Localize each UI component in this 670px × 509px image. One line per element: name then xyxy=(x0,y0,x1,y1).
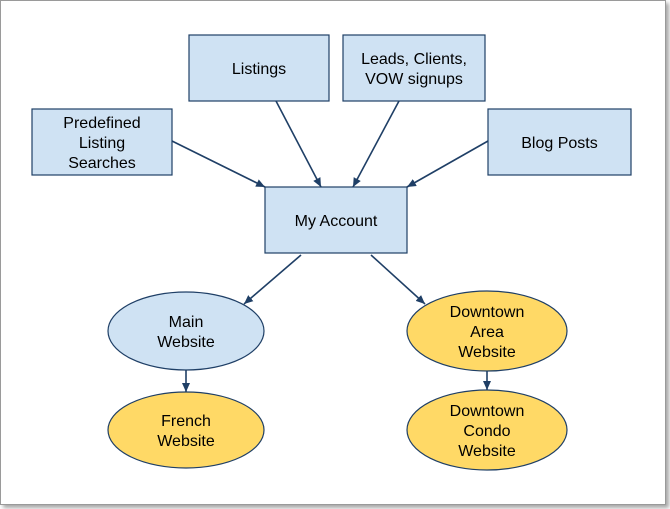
node-predefined-label-line: Listing xyxy=(79,135,125,152)
edge-account-to-downtown xyxy=(370,254,426,305)
edge-blog-to-account xyxy=(406,140,489,188)
edge-predefined-to-account xyxy=(171,140,266,188)
node-downtown-label-line: Downtown xyxy=(450,304,525,321)
node-leads-box xyxy=(342,34,486,102)
node-condo-ellipse xyxy=(406,389,568,471)
node-main-label-line: Website xyxy=(157,334,215,351)
node-condo-label-line: Condo xyxy=(463,423,510,440)
edge-account-to-main xyxy=(243,254,302,305)
node-main-ellipse xyxy=(107,291,265,371)
nodes-layer: Listings Leads, Clients, VOW signupsPredef… xyxy=(31,34,632,471)
node-condo-label-line: Downtown xyxy=(450,403,525,420)
website-structure-diagram: Listings Leads, Clients, VOW signupsPredef… xyxy=(31,34,632,471)
edge-listings-to-account xyxy=(275,100,322,188)
node-predefined-label-line: Searches xyxy=(68,155,136,172)
node-leads-label-line: Leads, Clients, xyxy=(361,51,467,68)
node-french-label-line: Website xyxy=(157,433,215,450)
node-downtown-label-line: Website xyxy=(458,344,516,361)
node-leads: Leads, Clients, VOW signups xyxy=(342,34,486,102)
node-french-label-line: French xyxy=(161,413,211,430)
node-main-label-line: Main xyxy=(169,314,204,331)
node-blog: Blog Posts xyxy=(487,108,632,176)
node-account-label-line: My Account xyxy=(295,213,378,230)
edges-layer xyxy=(171,100,491,392)
node-listings-label-line: Listings xyxy=(232,61,286,78)
node-predefined-label-line: Predefined xyxy=(63,115,140,132)
node-account: My Account xyxy=(264,186,408,254)
node-listings-box xyxy=(188,34,330,102)
edge-leads-to-account xyxy=(352,100,400,188)
node-predefined-box xyxy=(31,108,173,176)
node-french-ellipse xyxy=(107,391,265,469)
node-downtown-label-line: Area xyxy=(470,324,504,341)
node-downtown-ellipse xyxy=(406,290,568,372)
node-blog-box xyxy=(487,108,632,176)
node-listings: Listings xyxy=(188,34,330,102)
node-condo-label-line: Website xyxy=(458,443,516,460)
node-blog-label-line: Blog Posts xyxy=(521,135,597,152)
node-leads-label-line: VOW signups xyxy=(365,71,463,88)
node-account-box xyxy=(264,186,408,254)
